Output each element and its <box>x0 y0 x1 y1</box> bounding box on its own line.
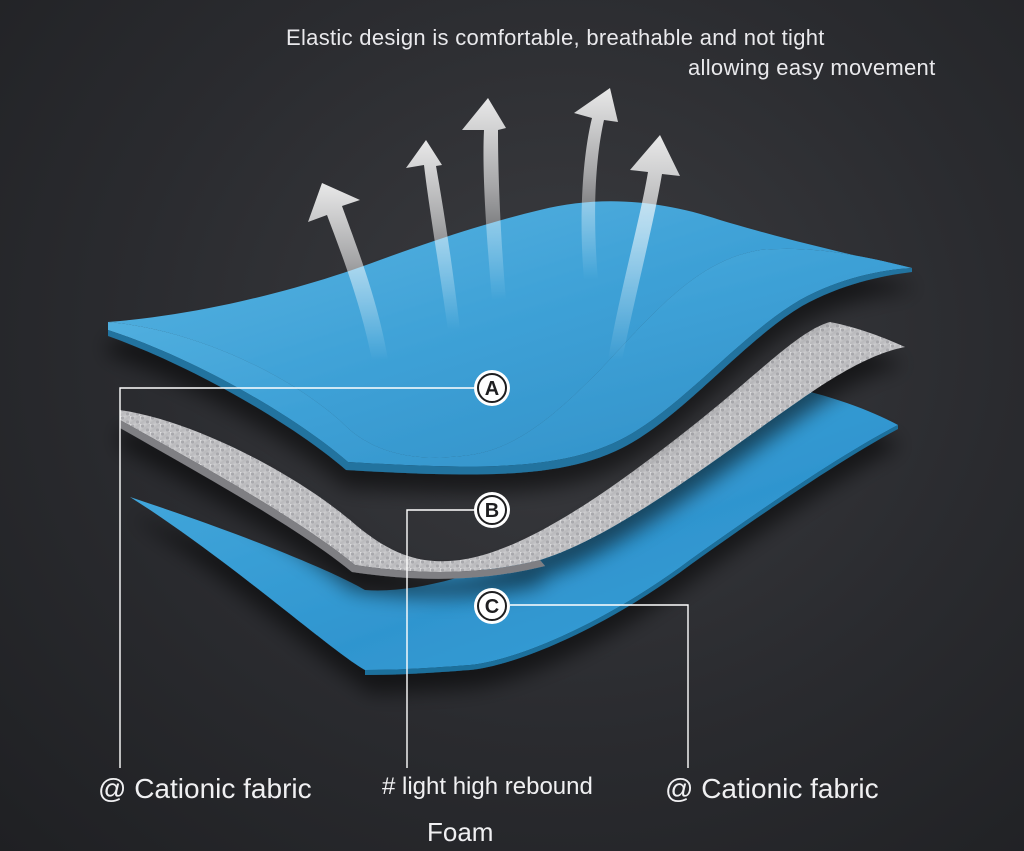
layer-c-label: @ Cationic fabric <box>665 773 879 804</box>
layer-a-fabric <box>108 201 912 475</box>
headline-line-1: Elastic design is comfortable, breathabl… <box>286 25 825 50</box>
up-arrow-icon <box>574 88 618 280</box>
headline-line-2: allowing easy movement <box>688 55 936 80</box>
layer-b-label: # light high rebound <box>382 773 593 800</box>
layer-b-foam <box>120 322 905 579</box>
layer-a-label: @ Cationic fabric <box>98 773 312 804</box>
leader-line-a <box>119 387 476 768</box>
svg-text:C: C <box>485 596 499 618</box>
leader-lines <box>119 387 689 768</box>
up-arrow-icon <box>608 135 680 360</box>
svg-text:B: B <box>485 500 499 522</box>
up-arrow-icon <box>406 140 460 330</box>
svg-text:A: A <box>485 378 499 400</box>
airflow-arrows <box>308 88 680 360</box>
leader-line-b <box>406 509 476 768</box>
marker-c: C <box>474 588 510 624</box>
leader-line-c <box>510 604 689 768</box>
marker-b: B <box>474 492 510 528</box>
layer-b-label-line-2: Foam <box>427 817 494 847</box>
up-arrow-icon <box>308 183 388 360</box>
up-arrow-icon <box>462 98 506 300</box>
marker-a: A <box>474 370 510 406</box>
